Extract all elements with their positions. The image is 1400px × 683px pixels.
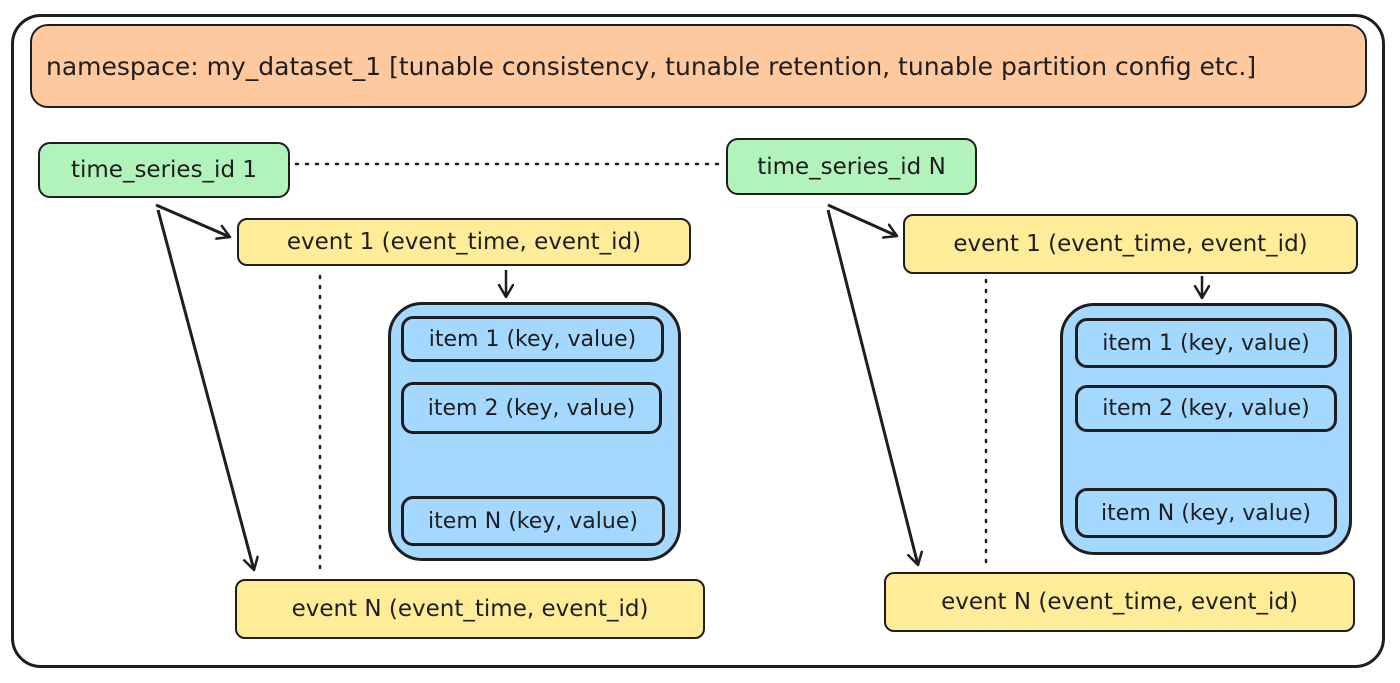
item-label-right-1: item 1 (key, value) <box>1102 330 1310 356</box>
arrow-tsN-to-event1 <box>827 203 897 236</box>
time-series-label-left: time_series_id 1 <box>70 157 257 183</box>
namespace-label: namespace: my_dataset_1 [tunable consist… <box>46 51 1257 81</box>
item-box-right-1: item 1 (key, value) <box>1075 318 1337 368</box>
item-label-left-2: item 2 (key, value) <box>427 395 636 421</box>
event-first-label-left: event 1 (event_time, event_id) <box>286 229 642 255</box>
event-first-label-right: event 1 (event_time, event_id) <box>953 231 1308 257</box>
event-first-box-left: event 1 (event_time, event_id) <box>237 218 691 266</box>
item-label-left-1: item 1 (key, value) <box>428 326 637 352</box>
item-label-right-n: item N (key, value) <box>1101 500 1311 526</box>
event-last-label-right: event N (event_time, event_id) <box>941 589 1298 615</box>
arrow-tsN-to-eventN <box>826 209 918 565</box>
event-last-box-left: event N (event_time, event_id) <box>235 579 705 639</box>
namespace-box: namespace: my_dataset_1 [tunable consist… <box>30 24 1367 108</box>
item-box-right-2: item 2 (key, value) <box>1075 385 1337 432</box>
arrow-ts1-to-eventN <box>156 209 254 570</box>
item-label-right-2: item 2 (key, value) <box>1102 396 1310 421</box>
event-last-label-left: event N (event_time, event_id) <box>291 596 649 622</box>
time-series-box-right: time_series_id N <box>726 138 977 195</box>
time-series-box-left: time_series_id 1 <box>38 142 290 198</box>
item-box-left-1: item 1 (key, value) <box>401 316 664 362</box>
item-box-left-2: item 2 (key, value) <box>401 382 662 434</box>
item-box-left-n: item N (key, value) <box>401 496 665 546</box>
arrow-ts1-to-event1 <box>155 203 230 237</box>
item-box-right-n: item N (key, value) <box>1075 488 1337 538</box>
event-last-box-right: event N (event_time, event_id) <box>884 572 1355 632</box>
event-first-box-right: event 1 (event_time, event_id) <box>903 214 1358 274</box>
time-series-label-right: time_series_id N <box>757 153 946 180</box>
item-label-left-n: item N (key, value) <box>428 508 638 534</box>
